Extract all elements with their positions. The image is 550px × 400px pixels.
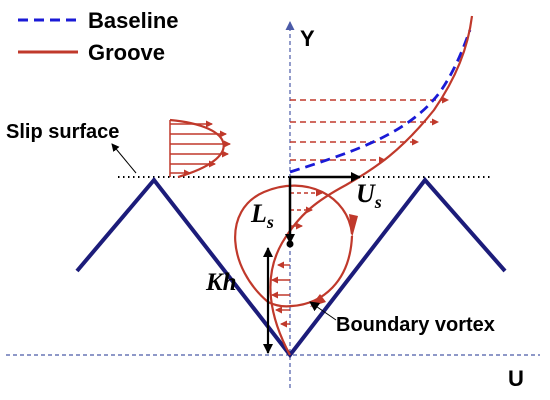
slip-surface-leader [111,143,137,174]
baseline-profile [289,29,472,174]
slip-surface-label: Slip surface [6,121,119,143]
boundary-vortex-label: Boundary vortex [336,314,495,336]
slip-velocity-label: Us [356,179,382,212]
vortex-upper-arc [234,184,354,303]
legend-baseline-label: Baseline [88,8,179,33]
slip-length-label: Ls [250,199,274,232]
groove-depth-label: Kh [205,269,237,296]
upper-velocity-arrows [290,96,449,164]
y-axis-label: Y [300,26,315,51]
left-profile-curve [169,118,225,179]
boundary-vortex-leader [309,301,337,321]
vortex-lower-arc [267,235,354,308]
vortex-upper-arrowhead [349,214,358,238]
x-axis-label: U [508,366,524,391]
slip-length-end-dot [286,240,294,248]
left-velocity-profile [169,118,231,179]
lower-velocity-arrows [271,189,323,328]
legend-groove-label: Groove [88,40,165,65]
